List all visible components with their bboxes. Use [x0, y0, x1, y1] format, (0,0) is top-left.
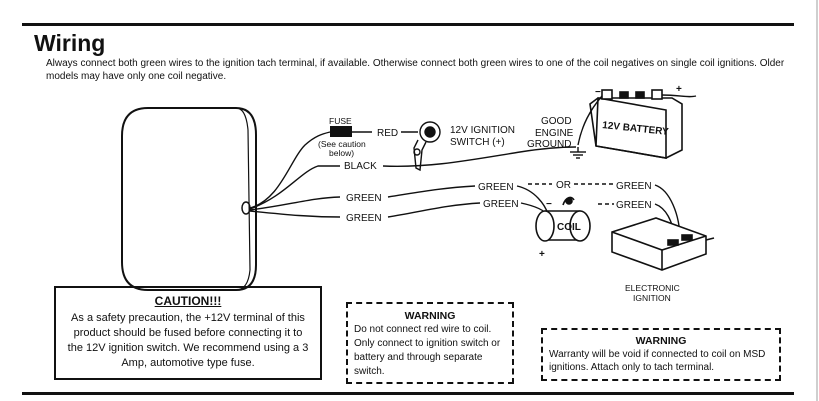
or-label: OR	[556, 180, 571, 191]
ground-icon	[570, 147, 586, 159]
fuse-note-line1: (See caution	[318, 139, 366, 149]
coil-minus-label: −	[546, 199, 552, 210]
electronic-ignition-icon	[611, 217, 715, 271]
red-wire-warning-box: WARNING Do not connect red wire to coil.…	[346, 302, 514, 384]
green-wire-label-2: GREEN	[346, 213, 382, 224]
black-wire-label: BLACK	[344, 161, 377, 172]
msd-warning-title: WARNING	[635, 335, 687, 347]
ignition-switch-label-line2: SWITCH (+)	[450, 137, 505, 148]
caution-title: CAUTION!!!	[154, 294, 222, 308]
battery-minus-label: −	[595, 87, 601, 98]
battery-icon	[589, 89, 683, 159]
electronic-ignition-label-line1: ELECTRONIC	[625, 283, 680, 293]
coil-icon	[535, 196, 591, 242]
intro-paragraph: Always connect both green wires to the i…	[46, 58, 785, 82]
top-rule	[22, 23, 794, 26]
msd-warning-text: Warranty will be void if connected to co…	[549, 349, 766, 373]
coil-label: COIL	[557, 222, 581, 233]
fuse	[330, 126, 372, 137]
green-coil-label-2: GREEN	[483, 199, 519, 210]
ground-label-line3: GROUND	[527, 139, 571, 150]
bottom-rule	[22, 392, 794, 395]
ground-label-line2: ENGINE	[535, 128, 574, 139]
gauge-body	[121, 107, 257, 291]
green-coil-label-1: GREEN	[478, 182, 514, 193]
ignition-switch-label-line1: 12V IGNITION	[450, 125, 515, 136]
red-wire-label: RED	[377, 128, 398, 139]
caution-box: CAUTION!!! As a safety precaution, the +…	[54, 286, 322, 380]
green-msd-label-2: GREEN	[616, 200, 652, 211]
page-edge	[816, 0, 818, 401]
green-wire-label-1: GREEN	[346, 193, 382, 204]
fuse-label: FUSE	[329, 116, 352, 126]
section-title: Wiring	[34, 30, 106, 56]
fuse-note-line2: below)	[329, 148, 354, 158]
electronic-ignition-label-line2: IGNITION	[633, 293, 671, 303]
coil-plus-label: +	[539, 249, 545, 260]
green-msd-label-1: GREEN	[616, 181, 652, 192]
gauge-wires	[249, 131, 341, 218]
ground-label-line1: GOOD	[541, 116, 572, 127]
ignition-switch-icon	[413, 121, 441, 172]
red-wire-warning-title: WARNING	[404, 310, 456, 322]
msd-warning-box: WARNING Warranty will be void if connect…	[541, 328, 781, 381]
red-wire-warning-text: Do not connect red wire to coil. Only co…	[354, 324, 501, 377]
battery-plus-label: +	[676, 84, 682, 95]
caution-text: As a safety precaution, the +12V termina…	[67, 312, 309, 369]
